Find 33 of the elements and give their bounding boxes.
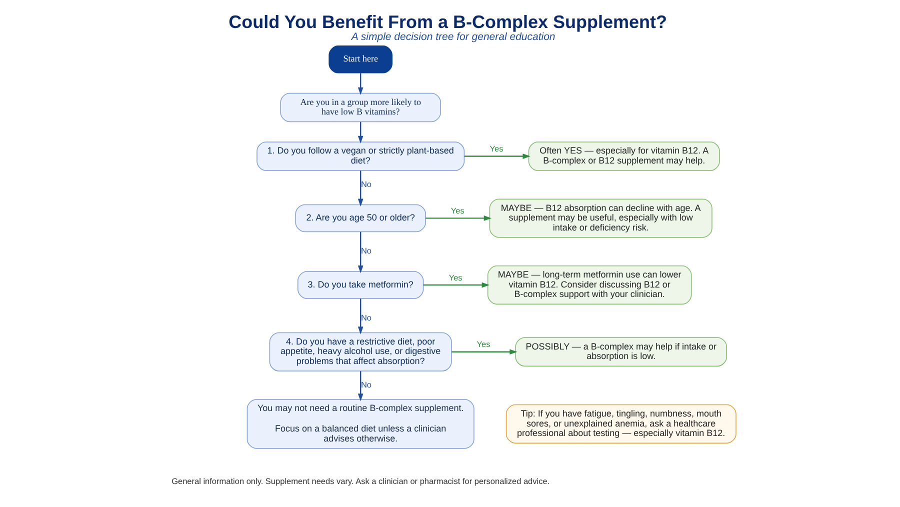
- label: General information only. Supplement needs vary. Ask a clinician or pharmacist for personalized advice.: [171, 477, 550, 486]
- node-box: POSSIBLY — a B-complex may help if intake or absorption is low.: [514, 337, 726, 366]
- node-box: You may not need a routine B-complex supplement. Focus on a balanced diet unless a clinician advises otherwise.: [246, 399, 474, 449]
- edge-label: Yes: [489, 144, 503, 154]
- caption: A simple decision tree for general education: [350, 31, 555, 44]
- diagram-title: Could You Benefit From a B-Complex Supplement?: [228, 12, 666, 32]
- edge-label: Yes: [448, 273, 462, 282]
- node-box: Start here: [328, 46, 392, 74]
- arrow: [357, 73, 363, 95]
- arrow: [357, 122, 363, 144]
- node-box: 1. Do you follow a vegan or strictly plant-based diet?: [256, 142, 464, 171]
- edge-label: Yes: [476, 340, 490, 350]
- node-box: MAYBE — B12 absorption can decline with age. A supplement may be useful, especially with low intake or deficiency risk.: [488, 198, 712, 238]
- arrow: [425, 216, 492, 221]
- node-box: Often YES — especially for vitamin B12. A B-complex or B12 supplement may help.: [528, 142, 720, 171]
- node-box: 2. Are you age 50 or older?: [294, 204, 426, 232]
- arrow: [357, 298, 363, 334]
- arrow: [451, 349, 517, 355]
- arrow: [422, 282, 489, 288]
- arrow: [357, 371, 363, 402]
- edge-label: No: [360, 314, 371, 323]
- arrow: [357, 232, 363, 274]
- edge-label: No: [360, 180, 371, 189]
- node-box: 3. Do you take metformin?: [297, 271, 424, 299]
- edge-label: No: [360, 380, 371, 390]
- node-box: Are you in a group more likely to have low B vitamins?: [280, 92, 440, 122]
- edge-label: No: [360, 246, 371, 256]
- edge-label: Yes: [450, 206, 464, 216]
- arrow: [357, 170, 363, 206]
- node-box: MAYBE — long-term metformin use can lower vitamin B12. Consider discussing B12 or B-complex support with your clinician.: [486, 266, 692, 305]
- node-box: 4. Do you have a restrictive diet, poor appetite, heavy alcohol use, or digestive problems that affect absorption?: [268, 332, 452, 372]
- node-box: Tip: If you have fatigue, tingling, numbness, mouth sores, or unexplained anemia, ask a healthcare professional about testing — especially vitamin B12.: [505, 404, 736, 444]
- arrow: [464, 154, 530, 159]
